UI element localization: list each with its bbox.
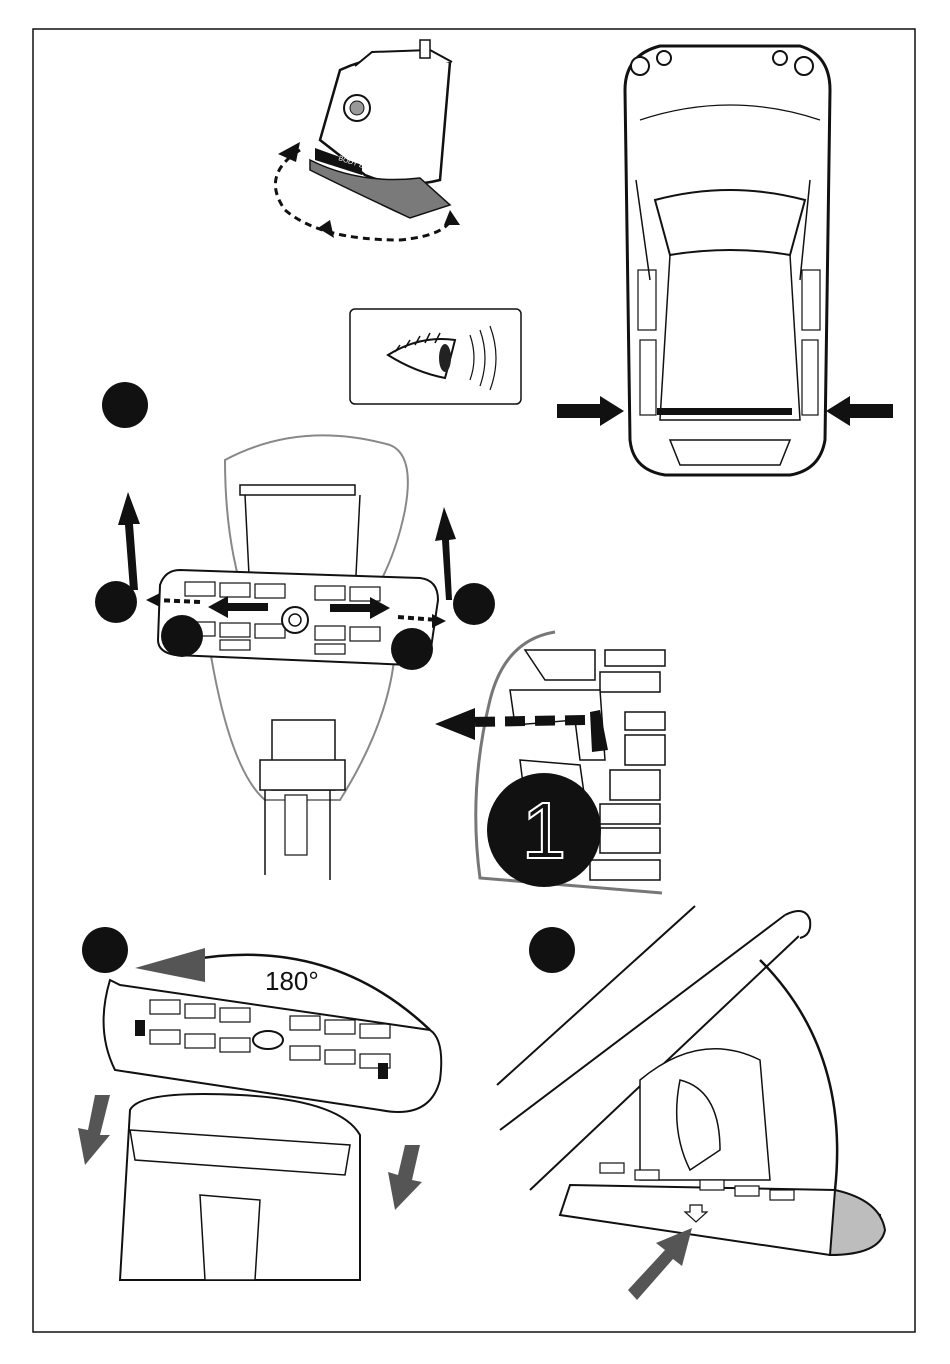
left-arrow-icon bbox=[435, 708, 475, 740]
step-one-label: 1 bbox=[522, 786, 567, 875]
eye-inspect-panel bbox=[350, 309, 521, 404]
step-one-badge-icon: 1 bbox=[487, 773, 601, 887]
detail-zoom-panel: 1 bbox=[435, 632, 665, 893]
foot-rotation-panel: BODY BLADE bbox=[275, 40, 460, 240]
step-marker-icon bbox=[529, 927, 575, 973]
step-marker-icon bbox=[453, 583, 495, 625]
car-top-icon bbox=[625, 46, 830, 475]
step-marker-icon bbox=[161, 615, 203, 657]
pad-rotate-180-panel: 180° bbox=[78, 927, 441, 1280]
roof-rack-foot-icon: BODY BLADE bbox=[310, 40, 452, 218]
pad-removal-panel bbox=[95, 382, 495, 880]
car-top-view-panel bbox=[557, 46, 893, 475]
press-arrow-icon bbox=[628, 1228, 692, 1300]
step-marker-icon bbox=[82, 927, 128, 973]
rotation-label: 180° bbox=[265, 966, 319, 996]
pad-press-in-panel bbox=[497, 906, 885, 1300]
step-marker-icon bbox=[102, 382, 148, 428]
step-marker-icon bbox=[391, 628, 433, 670]
crossbar-position-line bbox=[657, 408, 792, 415]
step-marker-icon bbox=[95, 581, 137, 623]
